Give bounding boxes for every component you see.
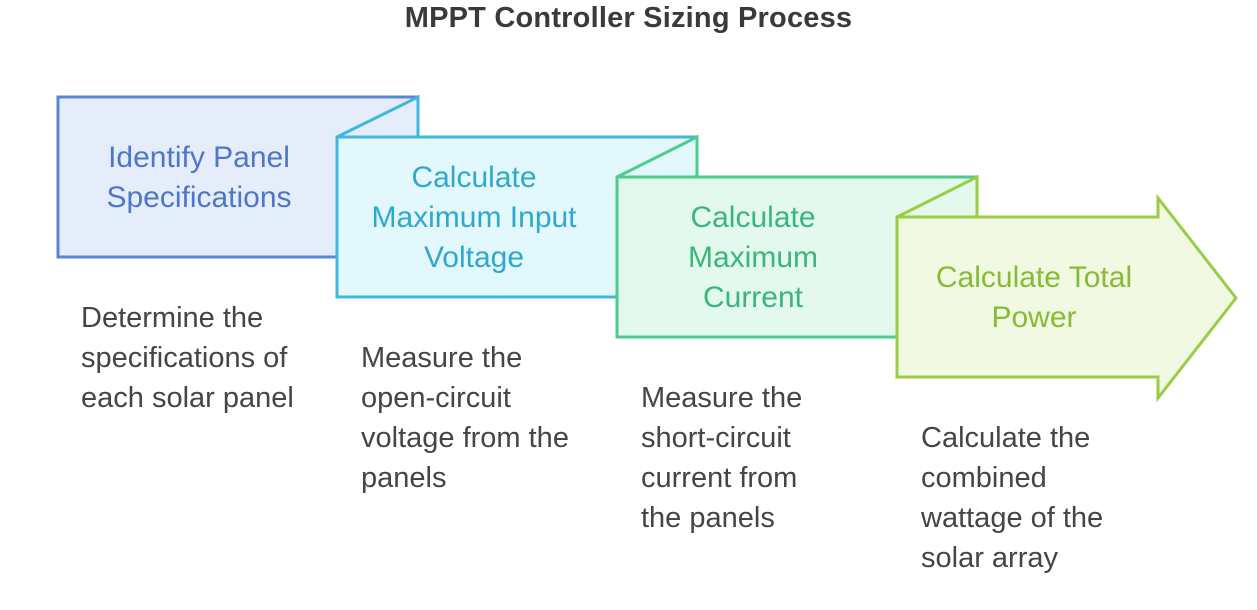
step-2-fold [336, 94, 420, 139]
step-1-description: Determine the specifications of each sol… [81, 302, 294, 414]
step-3-description: Measure the short-circuit current from t… [641, 382, 803, 534]
step-1-label: Identify Panel Specifications [106, 141, 292, 214]
step-3-label: Calculate Maximum Current [687, 201, 818, 314]
step-4-arrow [895, 193, 1238, 403]
step-3-fold [616, 134, 699, 179]
step-4-fold [896, 174, 979, 219]
step-2-description: Measure the open-circuit voltage from th… [361, 342, 569, 494]
step-4-label: Calculate Total Power [935, 261, 1133, 334]
step-4-description: Calculate the combined wattage of the so… [921, 422, 1104, 574]
step-2-label: Calculate Maximum Input Voltage [371, 161, 577, 274]
diagram-title: MPPT Controller Sizing Process [404, 2, 853, 34]
